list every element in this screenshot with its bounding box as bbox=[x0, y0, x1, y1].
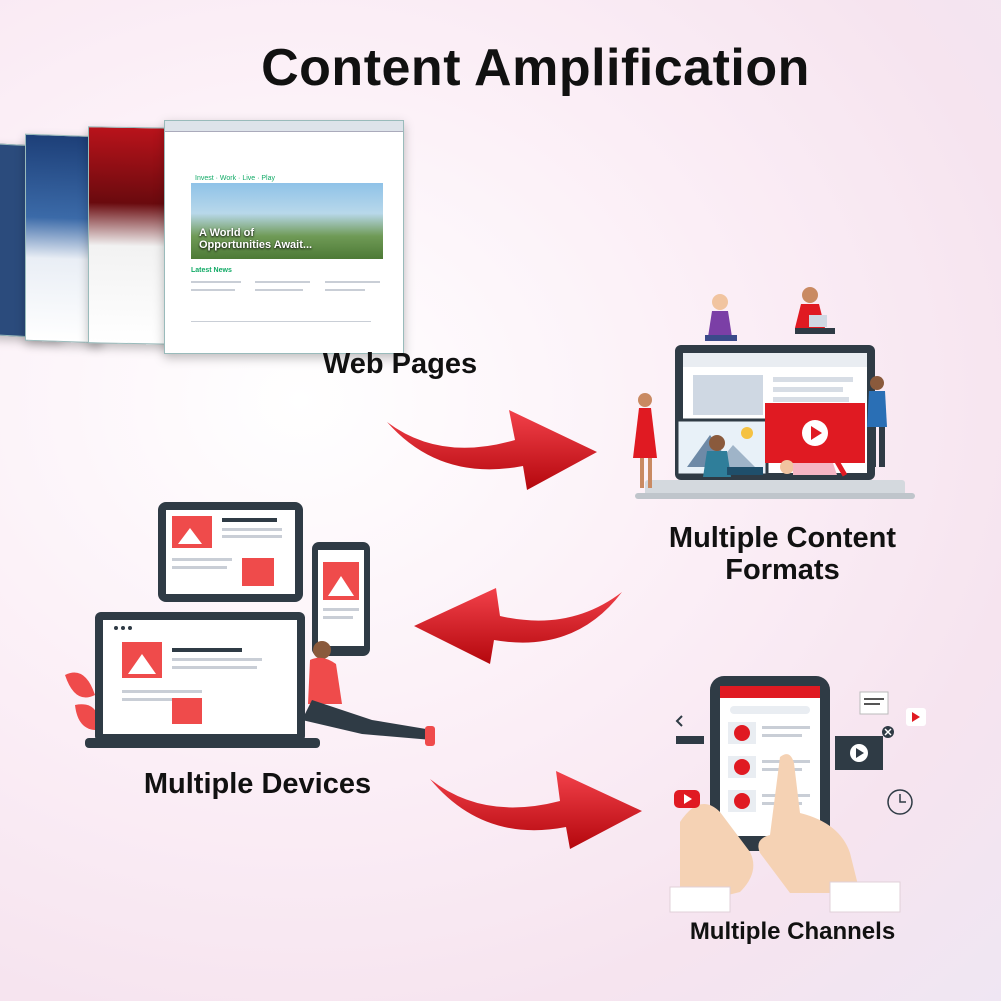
channels-illustration bbox=[669, 676, 926, 913]
person-red-dress bbox=[633, 393, 657, 488]
hero-text: A World of Opportunities Await... bbox=[199, 227, 312, 251]
arrow-devices-to-channels bbox=[430, 771, 642, 849]
tag-icon bbox=[676, 736, 704, 744]
youtube-icon bbox=[674, 790, 700, 808]
label-multiple-devices: Multiple Devices bbox=[143, 768, 372, 800]
phone-channels bbox=[710, 676, 830, 851]
sleeve bbox=[829, 881, 901, 913]
browser-bar bbox=[165, 121, 403, 132]
phone-device bbox=[312, 542, 370, 656]
label-web-pages: Web Pages bbox=[322, 348, 478, 380]
hero-line1: A World of bbox=[199, 227, 254, 239]
web-pages-illustration: Invest · Work · Live · Play A World of O… bbox=[0, 115, 410, 360]
hero-banner: A World of Opportunities Await... bbox=[191, 183, 383, 259]
diagram-title: Content Amplification bbox=[261, 39, 810, 97]
chevron-left-icon bbox=[675, 715, 683, 727]
label-line-1: Multiple Content bbox=[668, 522, 897, 554]
text-line bbox=[255, 289, 303, 291]
person-red-shirt bbox=[795, 287, 835, 334]
screen-header bbox=[683, 353, 867, 367]
news-heading: Latest News bbox=[191, 267, 232, 274]
label-line-2: Formats bbox=[725, 554, 840, 586]
text-line bbox=[325, 289, 365, 291]
arrow-formats-to-devices bbox=[414, 588, 622, 664]
text-line bbox=[191, 281, 241, 283]
tablet-device bbox=[158, 502, 303, 602]
person-with-phone bbox=[302, 641, 435, 746]
label-multiple-content-formats: Multiple Content Formats bbox=[630, 522, 935, 586]
play-button-icon bbox=[906, 708, 926, 726]
text-line bbox=[191, 289, 235, 291]
sleeve-left bbox=[669, 886, 731, 913]
content-formats-illustration bbox=[633, 287, 915, 499]
back-screenshot-3 bbox=[88, 126, 175, 345]
site-nav: Invest · Work · Live · Play bbox=[195, 175, 276, 182]
video-player-icon bbox=[835, 736, 883, 770]
clock-icon bbox=[887, 789, 913, 815]
laptop-device bbox=[85, 612, 320, 748]
label-multiple-channels: Multiple Channels bbox=[689, 918, 896, 945]
hero-line2: Opportunities Await... bbox=[199, 239, 313, 251]
close-icon bbox=[882, 726, 894, 738]
laptop-base bbox=[645, 480, 905, 496]
person-lying bbox=[780, 454, 848, 477]
hand-icon bbox=[680, 754, 860, 907]
leaf-decoration bbox=[65, 672, 100, 731]
arrow-web-to-formats bbox=[387, 410, 597, 490]
document-icon bbox=[859, 691, 889, 715]
text-line bbox=[325, 281, 380, 283]
person-purple bbox=[705, 294, 737, 341]
front-screenshot: Invest · Work · Live · Play A World of O… bbox=[164, 120, 404, 354]
person-blue-shirt bbox=[867, 376, 887, 467]
text-line bbox=[255, 281, 310, 283]
devices-illustration bbox=[65, 502, 435, 748]
footer-line bbox=[191, 321, 371, 322]
person-sitting bbox=[703, 435, 763, 477]
